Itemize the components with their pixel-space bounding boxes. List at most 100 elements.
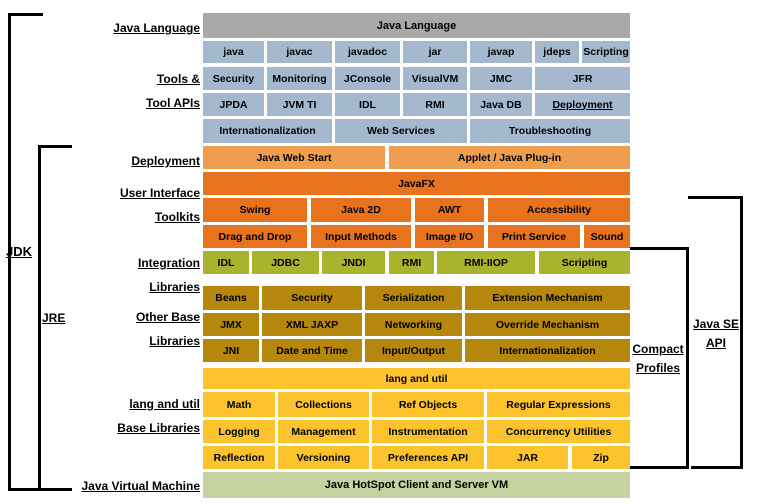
integration-cell-rmi[interactable]: RMI	[389, 251, 434, 274]
label-langutil-line1[interactable]: lang and util	[129, 397, 200, 411]
base-cell-security[interactable]: Security	[262, 286, 362, 310]
base-cell-networking[interactable]: Networking	[365, 313, 462, 336]
label-other-line1[interactable]: Other Base	[135, 310, 200, 324]
tools-cell-jconsole[interactable]: JConsole	[335, 67, 400, 90]
tools-cell-javac[interactable]: javac	[267, 41, 332, 63]
base-cell-serialization[interactable]: Serialization	[365, 286, 462, 310]
label-tools-line1[interactable]: Tools &	[156, 72, 200, 86]
base-cell-jni[interactable]: JNI	[203, 339, 259, 362]
tools-cell-jfr[interactable]: JFR	[535, 67, 630, 90]
tools-cell-security[interactable]: Security	[203, 67, 264, 90]
header-cell-java-language[interactable]: Java Language	[203, 13, 630, 38]
tools-cell-scripting[interactable]: Scripting	[582, 41, 630, 63]
label-other-line2[interactable]: Libraries	[149, 334, 200, 348]
langutil-cell-collections[interactable]: Collections	[278, 392, 369, 417]
base-cell-beans[interactable]: Beans	[203, 286, 259, 310]
tools-cell-jmc[interactable]: JMC	[470, 67, 532, 90]
label-java-se-line1[interactable]: Java SE	[692, 317, 740, 331]
compact-profiles-bracket-bottom-arm	[630, 466, 689, 469]
langutil-cell-regular-expressions[interactable]: Regular Expressions	[487, 392, 630, 417]
base-cell-jmx[interactable]: JMX	[203, 313, 259, 336]
langutil-cell-concurrency-utilities[interactable]: Concurrency Utilities	[487, 420, 630, 443]
langutil-cell-lang-and-util[interactable]: lang and util	[203, 368, 630, 389]
tools-cell-troubleshooting[interactable]: Troubleshooting	[470, 119, 630, 143]
base-cell-input-output[interactable]: Input/Output	[365, 339, 462, 362]
tools-cell-web-services[interactable]: Web Services	[335, 119, 467, 143]
tools-cell-visualvm[interactable]: VisualVM	[403, 67, 467, 90]
langutil-cell-jar[interactable]: JAR	[487, 446, 568, 469]
label-jdk[interactable]: JDK	[6, 244, 33, 259]
tools-cell-internationalization[interactable]: Internationalization	[203, 119, 332, 143]
ui-cell-swing[interactable]: Swing	[203, 198, 307, 222]
tools-cell-java[interactable]: java	[203, 41, 264, 63]
label-deployment[interactable]: Deployment	[131, 154, 200, 168]
label-ui-line2[interactable]: Toolkits	[154, 210, 200, 224]
ui-cell-accessibility[interactable]: Accessibility	[488, 198, 630, 222]
integration-cell-rmi-iiop[interactable]: RMI-IIOP	[437, 251, 535, 274]
label-compact-line1[interactable]: Compact	[632, 342, 684, 356]
ui-cell-java-2d[interactable]: Java 2D	[311, 198, 411, 222]
tools-cell-idl[interactable]: IDL	[335, 93, 400, 116]
jvm-cell-hotspot[interactable]: Java HotSpot Client and Server VM	[203, 472, 630, 498]
label-java-virtual-machine[interactable]: Java Virtual Machine	[81, 479, 201, 493]
label-langutil-line2[interactable]: Base Libraries	[117, 421, 200, 435]
tools-cell-jdeps[interactable]: jdeps	[535, 41, 579, 63]
base-cell-xml-jaxp[interactable]: XML JAXP	[262, 313, 362, 336]
langutil-cell-versioning[interactable]: Versioning	[278, 446, 369, 469]
ui-cell-print-service[interactable]: Print Service	[488, 225, 580, 248]
langutil-cell-management[interactable]: Management	[278, 420, 369, 443]
ui-cell-input-methods[interactable]: Input Methods	[311, 225, 411, 248]
integration-cell-scripting[interactable]: Scripting	[539, 251, 630, 274]
java-se-api-bracket-vertical	[740, 196, 743, 469]
base-cell-override-mechanism[interactable]: Override Mechanism	[465, 313, 630, 336]
label-jre[interactable]: JRE	[42, 311, 66, 325]
tools-cell-monitoring[interactable]: Monitoring	[267, 67, 332, 90]
ui-cell-javafx[interactable]: JavaFX	[203, 172, 630, 195]
ui-cell-sound[interactable]: Sound	[584, 225, 630, 248]
langutil-cell-reflection[interactable]: Reflection	[203, 446, 275, 469]
deployment-cell-java-web-start[interactable]: Java Web Start	[203, 146, 385, 169]
label-compact-line2[interactable]: Profiles	[635, 361, 680, 375]
label-integration-line1[interactable]: Integration	[138, 256, 200, 270]
tools-cell-javap[interactable]: javap	[470, 41, 532, 63]
label-java-se-line2[interactable]: API	[705, 336, 726, 350]
label-integration-line2[interactable]: Libraries	[149, 280, 200, 294]
label-java-language[interactable]: Java Language	[113, 21, 200, 35]
tools-cell-jar[interactable]: jar	[403, 41, 467, 63]
langutil-cell-logging[interactable]: Logging	[203, 420, 275, 443]
langutil-cell-zip[interactable]: Zip	[572, 446, 630, 469]
label-tools-line2[interactable]: Tool APIs	[146, 96, 200, 110]
tools-cell-jpda[interactable]: JPDA	[203, 93, 264, 116]
label-java-se-api[interactable]: Java SE API	[690, 315, 742, 353]
tools-cell-deployment[interactable]: Deployment	[535, 93, 630, 116]
tools-cell-rmi[interactable]: RMI	[403, 93, 467, 116]
jre-bracket-vertical	[38, 145, 41, 491]
jdk-bracket-top-arm	[8, 13, 43, 16]
tools-cell-java-db[interactable]: Java DB	[470, 93, 532, 116]
langutil-cell-math[interactable]: Math	[203, 392, 275, 417]
integration-cell-idl[interactable]: IDL	[203, 251, 249, 274]
ui-cell-awt[interactable]: AWT	[415, 198, 484, 222]
compact-profiles-bracket-vertical	[686, 247, 689, 469]
java-se-api-bracket-bottom-arm	[691, 466, 743, 469]
tools-cell-jvm-ti[interactable]: JVM TI	[267, 93, 332, 116]
langutil-cell-instrumentation[interactable]: Instrumentation	[372, 420, 484, 443]
base-cell-date-and-time[interactable]: Date and Time	[262, 339, 362, 362]
langutil-cell-preferences-api[interactable]: Preferences API	[372, 446, 484, 469]
integration-cell-jndi[interactable]: JNDI	[322, 251, 385, 274]
deployment-cell-applet-java-plugin[interactable]: Applet / Java Plug-in	[389, 146, 630, 169]
base-cell-internationalization[interactable]: Internationalization	[465, 339, 630, 362]
ui-cell-drag-and-drop[interactable]: Drag and Drop	[203, 225, 307, 248]
langutil-cell-ref-objects[interactable]: Ref Objects	[372, 392, 484, 417]
tools-cell-javadoc[interactable]: javadoc	[335, 41, 400, 63]
base-cell-extension-mechanism[interactable]: Extension Mechanism	[465, 286, 630, 310]
label-ui-line1[interactable]: User Interface	[119, 186, 200, 200]
label-tools-and-tool-apis[interactable]: Tools & Tool APIs	[146, 67, 200, 115]
ui-cell-image-io[interactable]: Image I/O	[415, 225, 484, 248]
integration-cell-jdbc[interactable]: JDBC	[252, 251, 319, 274]
